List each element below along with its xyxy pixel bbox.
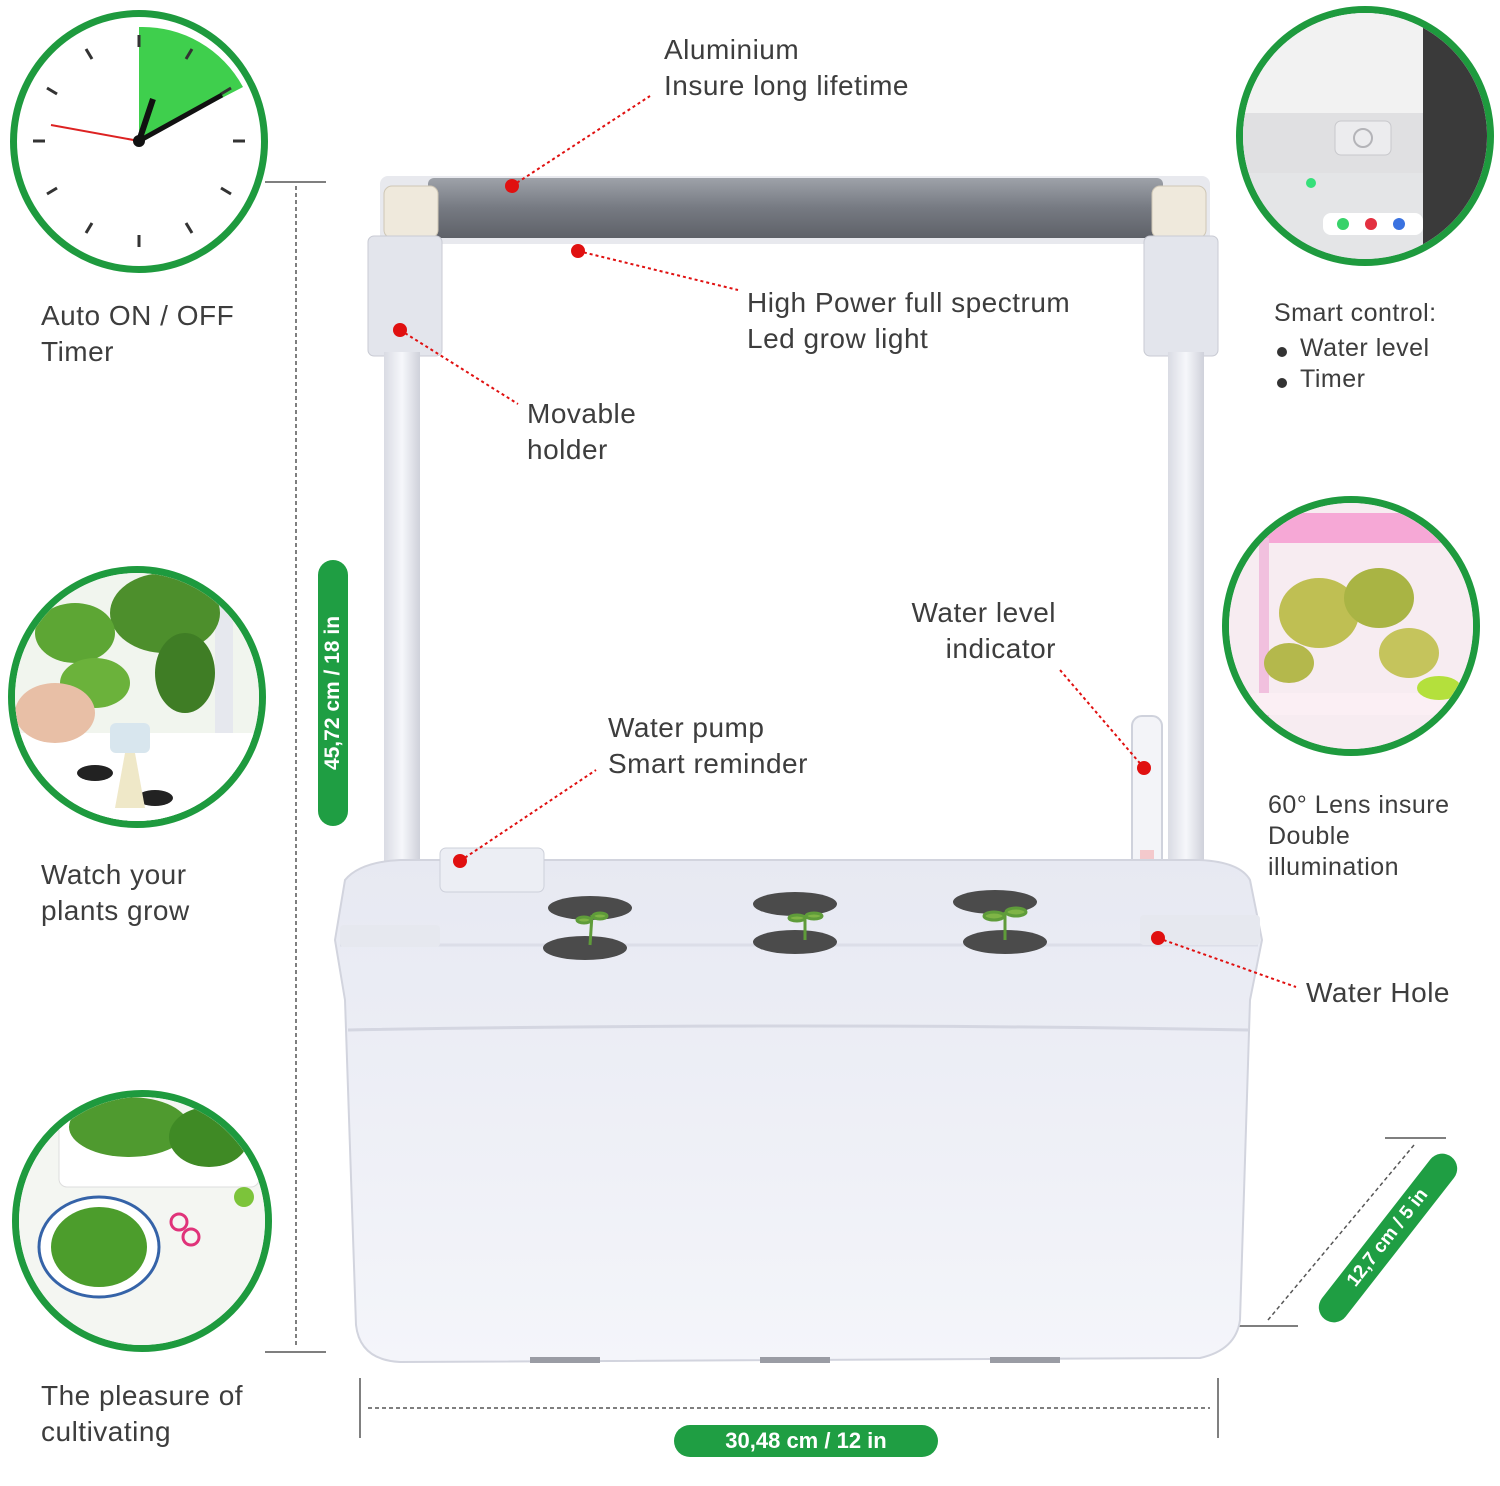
left-post [367,235,443,922]
callout-pump-line1: Water pump [608,712,765,743]
lens-caption-line2: Double [1268,822,1351,850]
lens-caption: 60° Lens insure Double illumination [1268,790,1450,883]
plant-photo-icon [15,573,259,821]
light-bar [380,176,1210,244]
callout-aluminium-line2: Insure long lifetime [664,70,910,101]
callout-holder-line1: Movable [527,398,637,429]
height-dimension-line [265,181,326,1353]
callout-pump-line2: Smart reminder [608,748,808,779]
callout-aluminium-line1: Aluminium [664,34,800,65]
grow-light-photo-icon [1229,503,1473,749]
timer-caption-line2: Timer [41,336,115,367]
callout-holder-line2: holder [527,434,608,465]
lens-illumination-photo [1222,496,1480,756]
timer-caption-line1: Auto ON / OFF [41,300,235,331]
harvest-photo-icon [19,1097,265,1345]
smart-control-title: Smart control: [1274,299,1437,327]
pleasure-caption: The pleasure of cultivating [41,1378,243,1450]
watch-caption-line1: Watch your [41,859,187,890]
smart-control-photo [1236,6,1494,266]
smart-control-item-timer: Timer [1274,364,1437,395]
callout-water-level-line1: Water level [911,597,1056,628]
pleasure-cultivating-photo [12,1090,272,1352]
planter-tank [333,847,1264,1364]
callout-water-hole: Water Hole [1306,975,1450,1011]
right-post [1143,235,1219,922]
width-dimension-label: 30,48 cm / 12 in [725,1428,887,1453]
lens-caption-line3: illumination [1268,853,1400,881]
control-panel-icon [1243,13,1487,259]
callout-dots [393,179,1165,945]
callout-grow-light: High Power full spectrum Led grow light [747,285,1070,357]
depth-dimension-line [1237,1137,1446,1327]
callout-holder: Movable holder [527,396,636,468]
callout-grow-light-line2: Led grow light [747,323,929,354]
clock-icon [33,26,245,247]
seedlings [575,906,1028,946]
smart-control-item-water-level: Water level [1274,333,1437,364]
height-dimension-badge: 45,72 cm / 18 in [318,560,348,826]
callout-leaders [399,95,1297,988]
lens-caption-line1: 60° Lens insure [1268,791,1450,819]
callout-aluminium: Aluminium Insure long lifetime [664,32,909,104]
watch-caption-line2: plants grow [41,895,190,926]
smart-control-list: Water level Timer [1274,333,1437,395]
callout-water-level: Water level indicator [888,595,1056,667]
watch-caption: Watch your plants grow [41,857,190,929]
timer-caption: Auto ON / OFF Timer [41,298,234,370]
callout-water-level-line2: indicator [945,633,1056,664]
callout-pump: Water pump Smart reminder [608,710,808,782]
width-dimension-badge: 30,48 cm / 12 in [674,1425,938,1457]
timer-clock-circle [10,10,268,273]
height-dimension-label: 45,72 cm / 18 in [321,615,345,771]
callout-water-hole-line1: Water Hole [1306,977,1451,1008]
watch-plants-photo [8,566,266,828]
callout-grow-light-line1: High Power full spectrum [747,287,1071,318]
width-dimension-line [359,1378,1219,1438]
pleasure-caption-line2: cultivating [41,1416,172,1447]
pleasure-caption-line1: The pleasure of [41,1380,244,1411]
smart-control-caption: Smart control: Water level Timer [1274,298,1437,395]
